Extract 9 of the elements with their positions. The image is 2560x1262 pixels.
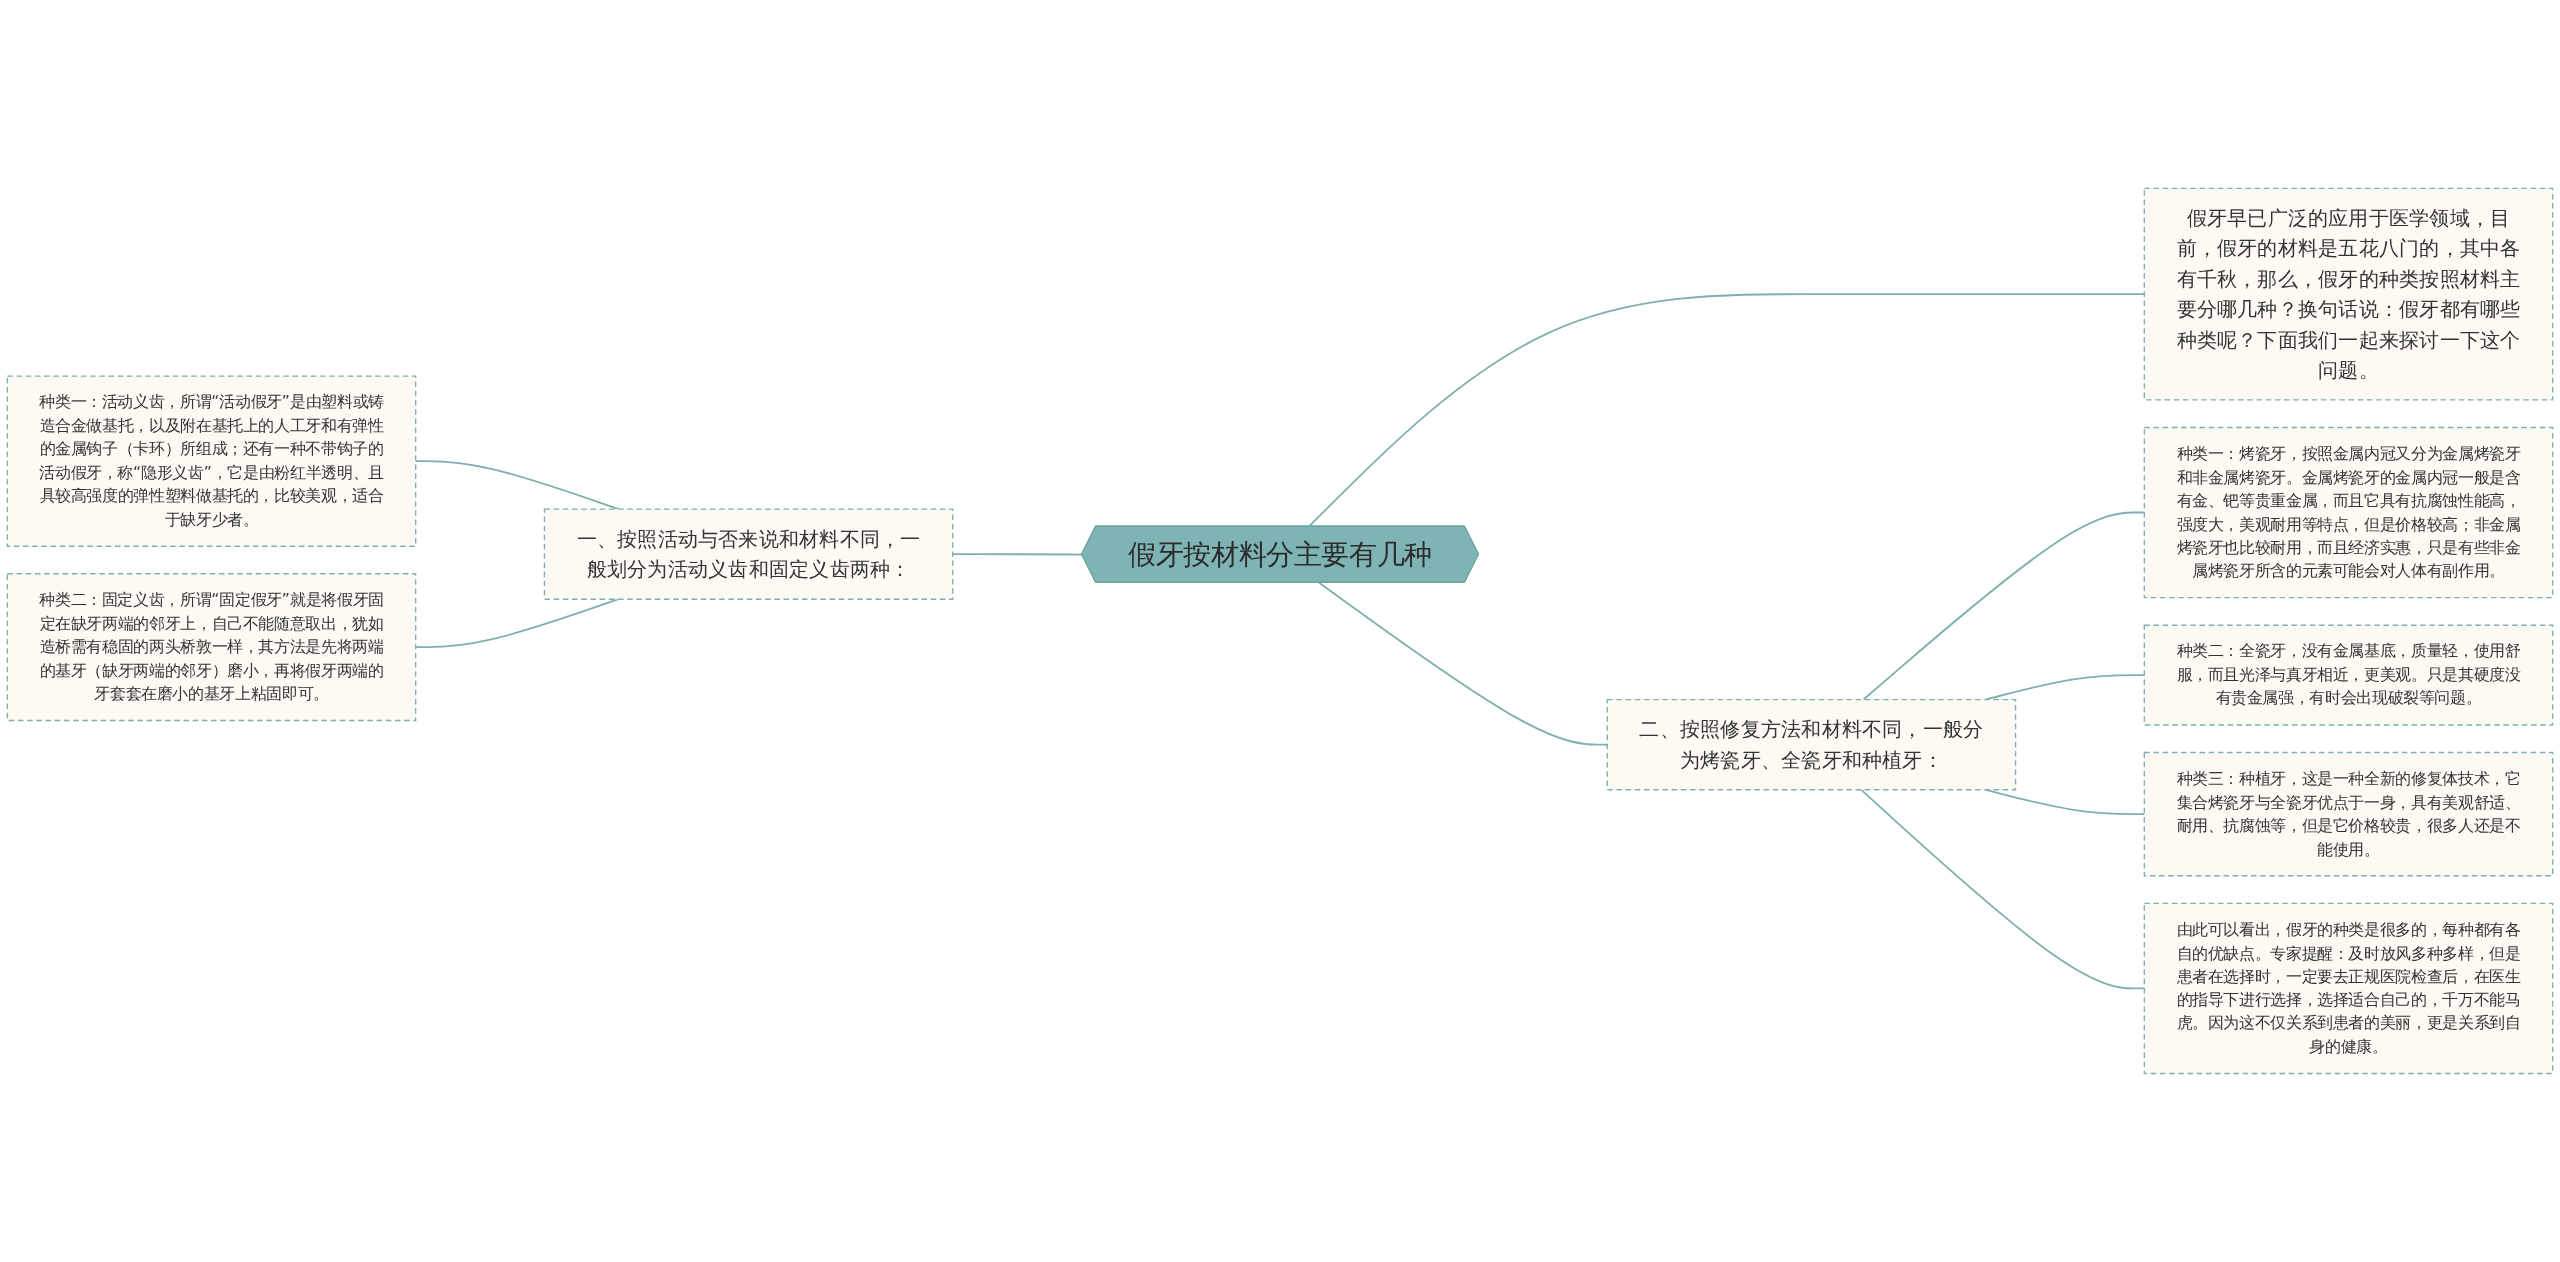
node-box: 种类一：烤瓷牙，按照金属内冠又分为金属烤瓷牙和非金属烤瓷牙。金属烤瓷牙的金属内冠一般是含有金、钯等贵重金属，而且它具有抗腐蚀性能高，强度大，美观耐用等特点，但是价格较高；非金属烤瓷牙也比较耐用，而且经济实惠，只是有些非金属烤瓷牙所含的元素可能会对人体有副作用。	[2143, 426, 2554, 599]
node-box: 种类一：活动义齿，所谓“活动假牙”是由塑料或铸造合金做基托，以及附在基托上的人工牙和有弹性的金属钩子（卡环）所组成；还有一种不带钩子的活动假牙，称“隐形义齿”，它是由粉红半透明、且具较高强度的弹性塑料做基托的，比较美观，适合于缺牙少者。	[6, 375, 417, 547]
node-box: 一、按照活动与否来说和材料不同，一般划分为活动义齿和固定义齿两种：	[543, 508, 954, 600]
node-box: 假牙早已广泛的应用于医学领域，目前，假牙的材料是五花八门的，其中各有千秋，那么，假牙的种类按照材料主要分哪几种？换句话说：假牙都有哪些种类呢？下面我们一起来探讨一下这个问题。	[2143, 187, 2554, 401]
node-box: 种类二：全瓷牙，没有金属基底，质量轻，使用舒服，而且光泽与真牙相近，更美观。只是其硬度没有贵金属强，有时会出现破裂等问题。	[2143, 624, 2554, 726]
node-box: 由此可以看出，假牙的种类是很多的，每种都有各自的优缺点。专家提醒：及时放风多种多样，但是患者在选择时，一定要去正规医院检查后，在医生的指导下进行选择，选择适合自己的，千万不能马虎。因为这不仅关系到患者的美丽，更是关系到自身的健康。	[2143, 902, 2554, 1075]
node-box: 种类三：种植牙，这是一种全新的修复体技术，它集合烤瓷牙与全瓷牙优点于一身，具有美观舒适、耐用、抗腐蚀等，但是它价格较贵，很多人还是不能使用。	[2143, 751, 2554, 877]
node-box: 二、按照修复方法和材料不同，一般分为烤瓷牙、全瓷牙和种植牙：	[1606, 698, 2017, 791]
node-box: 种类二：固定义齿，所谓“固定假牙”就是将假牙固定在缺牙两端的邻牙上，自己不能随意取出，犹如造桥需有稳固的两头桥敦一样，其方法是先将两端的基牙（缺牙两端的邻牙）磨小，再将假牙两端的牙套套在磨小的基牙上粘固即可。	[6, 573, 417, 722]
